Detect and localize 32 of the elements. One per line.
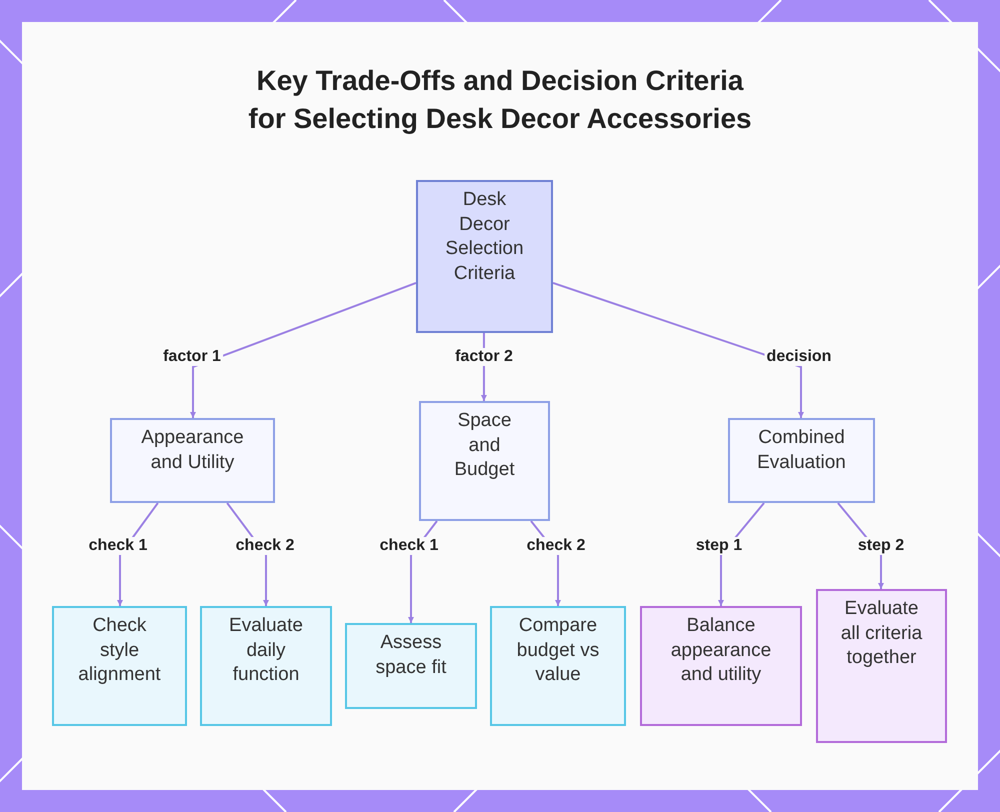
edge-label: factor 1: [161, 348, 223, 366]
root-box: [416, 180, 553, 333]
node-label: Evaluate all criteria together: [840, 597, 924, 670]
step-box: [640, 606, 802, 726]
step-box: [816, 589, 947, 743]
category-box: [728, 418, 875, 503]
category-box: [110, 418, 275, 503]
edge-label: factor 2: [453, 348, 515, 366]
task-box: [345, 623, 477, 709]
node-label: Check style alignment: [77, 614, 162, 687]
edge-label: check 2: [524, 537, 588, 555]
edge-label: step 1: [694, 537, 744, 555]
task-box: [200, 606, 332, 726]
category-box: [419, 401, 550, 521]
edge-label: check 1: [378, 537, 440, 555]
edge-label: step 2: [856, 537, 906, 555]
edge-label: decision: [764, 348, 834, 366]
connector-arrow: [552, 282, 804, 418]
connector-arrow: [190, 282, 416, 418]
node-label: Assess space fit: [374, 631, 448, 680]
node-label: Balance appearance and utility: [670, 614, 772, 687]
node-label: Appearance and Utility: [140, 426, 245, 474]
node-label: Desk Decor Selection Criteria: [444, 188, 525, 286]
edge-label: check 2: [234, 537, 296, 555]
node-label: Compare budget vs value: [516, 614, 600, 687]
diagram-title: Key Trade-Offs and Decision Criteria for Selecting Desk Decor Accessories: [247, 64, 753, 136]
node-label: Combined Evaluation: [756, 426, 847, 474]
node-label: Space and Budget: [453, 409, 516, 482]
task-box: [490, 606, 626, 726]
node-label: Evaluate daily function: [228, 614, 304, 687]
edge-label: check 1: [86, 537, 150, 555]
task-box: [52, 606, 187, 726]
